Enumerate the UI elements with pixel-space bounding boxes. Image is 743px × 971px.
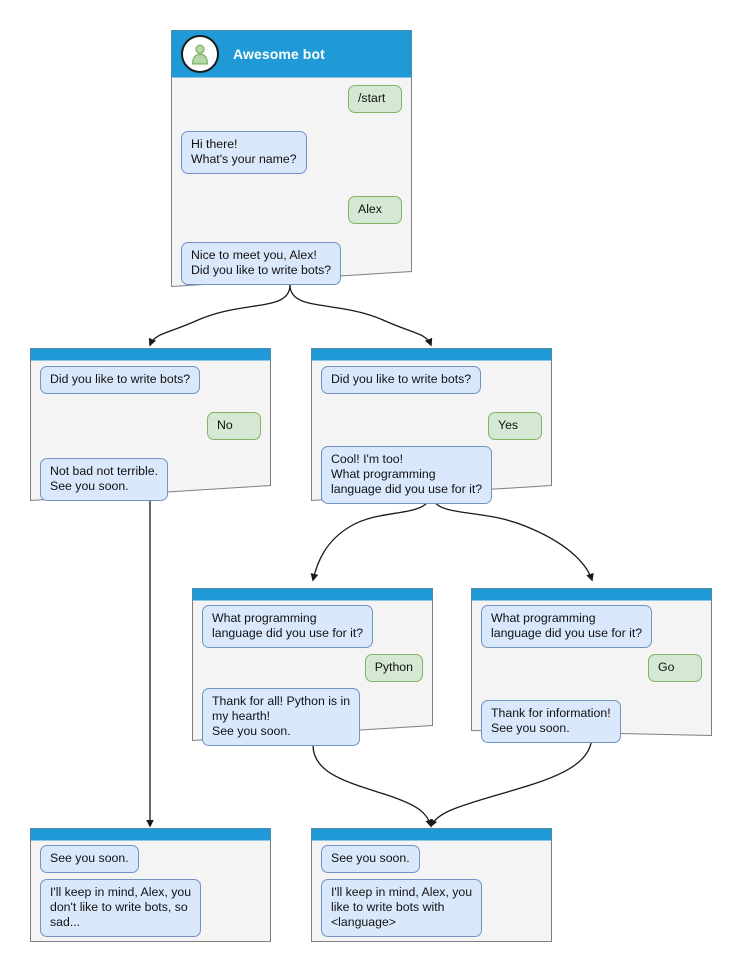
node-python-branch-chat: What programming language did you use fo… bbox=[192, 600, 433, 756]
message-row: Did you like to write bots? bbox=[40, 366, 261, 394]
bot-message: Not bad not terrible. See you soon. bbox=[40, 458, 169, 501]
node-go-branch-chat: What programming language did you use fo… bbox=[471, 600, 712, 753]
node-end-yes[interactable]: See you soon. I'll keep in mind, Alex, y… bbox=[311, 828, 552, 942]
message-row: Alex bbox=[181, 196, 402, 224]
message-row: Thank for all! Python is in my hearth! S… bbox=[202, 688, 423, 746]
bot-message: I'll keep in mind, Alex, you don't like … bbox=[40, 879, 202, 937]
node-end-no-chat: See you soon. I'll keep in mind, Alex, y… bbox=[30, 840, 271, 947]
node-go-branch-titlebar bbox=[471, 588, 712, 600]
message-row: I'll keep in mind, Alex, you don't like … bbox=[40, 879, 261, 937]
node-no-branch-titlebar bbox=[30, 348, 271, 360]
message-row: Yes bbox=[321, 412, 542, 440]
node-yes-branch-titlebar bbox=[311, 348, 552, 360]
node-end-no-titlebar bbox=[30, 828, 271, 840]
node-root-chat: /start Hi there! What's your name? Alex … bbox=[171, 77, 412, 295]
bot-title: Awesome bot bbox=[233, 45, 325, 62]
message-row: See you soon. bbox=[40, 845, 261, 873]
node-yes-branch-chat: Did you like to write bots? Yes Cool! I'… bbox=[311, 360, 552, 514]
bot-message: Did you like to write bots? bbox=[321, 366, 482, 394]
node-root[interactable]: Awesome bot /start Hi there! What's your… bbox=[171, 30, 412, 287]
person-avatar-icon bbox=[181, 34, 219, 73]
user-message: Go bbox=[648, 654, 702, 682]
message-row: What programming language did you use fo… bbox=[481, 605, 702, 648]
bot-message: Did you like to write bots? bbox=[40, 366, 201, 394]
edge-python-to-endyes bbox=[312, 744, 433, 828]
node-go-branch[interactable]: What programming language did you use fo… bbox=[471, 588, 712, 743]
message-row: No bbox=[40, 412, 261, 440]
node-no-branch[interactable]: Did you like to write bots? No Not bad n… bbox=[30, 348, 271, 501]
message-row: Python bbox=[202, 654, 423, 682]
user-message: No bbox=[207, 412, 261, 440]
message-row: Did you like to write bots? bbox=[321, 366, 542, 394]
user-message: /start bbox=[348, 85, 402, 113]
node-end-yes-chat: See you soon. I'll keep in mind, Alex, y… bbox=[311, 840, 552, 947]
user-message: Alex bbox=[348, 196, 402, 224]
bot-message: I'll keep in mind, Alex, you like to wri… bbox=[321, 879, 483, 937]
bot-message: Thank for information! See you soon. bbox=[481, 700, 621, 743]
bot-message: See you soon. bbox=[40, 845, 139, 873]
node-python-branch-titlebar bbox=[192, 588, 433, 600]
message-row: See you soon. bbox=[321, 845, 542, 873]
bot-message: What programming language did you use fo… bbox=[481, 605, 653, 648]
user-message: Yes bbox=[488, 412, 542, 440]
message-row: Go bbox=[481, 654, 702, 682]
node-yes-branch[interactable]: Did you like to write bots? Yes Cool! I'… bbox=[311, 348, 552, 504]
bot-message: Cool! I'm too! What programming language… bbox=[321, 446, 493, 504]
message-row: Thank for information! See you soon. bbox=[481, 700, 702, 743]
message-row: What programming language did you use fo… bbox=[202, 605, 423, 648]
bot-message: What programming language did you use fo… bbox=[202, 605, 374, 648]
message-row: Nice to meet you, Alex! Did you like to … bbox=[181, 242, 402, 285]
node-end-no[interactable]: See you soon. I'll keep in mind, Alex, y… bbox=[30, 828, 271, 942]
bot-message: Hi there! What's your name? bbox=[181, 131, 307, 174]
message-row: Hi there! What's your name? bbox=[181, 131, 402, 174]
message-row: I'll keep in mind, Alex, you like to wri… bbox=[321, 879, 542, 937]
message-row: Cool! I'm too! What programming language… bbox=[321, 446, 542, 504]
node-python-branch[interactable]: What programming language did you use fo… bbox=[192, 588, 433, 746]
message-row: /start bbox=[181, 85, 402, 113]
bot-message: Nice to meet you, Alex! Did you like to … bbox=[181, 242, 342, 285]
user-message: Python bbox=[364, 654, 423, 682]
node-no-branch-chat: Did you like to write bots? No Not bad n… bbox=[30, 360, 271, 511]
message-row: Not bad not terrible. See you soon. bbox=[40, 458, 261, 501]
node-end-yes-titlebar bbox=[311, 828, 552, 840]
node-root-titlebar: Awesome bot bbox=[171, 30, 412, 77]
bot-message: See you soon. bbox=[321, 845, 420, 873]
bot-message: Thank for all! Python is in my hearth! S… bbox=[202, 688, 361, 746]
